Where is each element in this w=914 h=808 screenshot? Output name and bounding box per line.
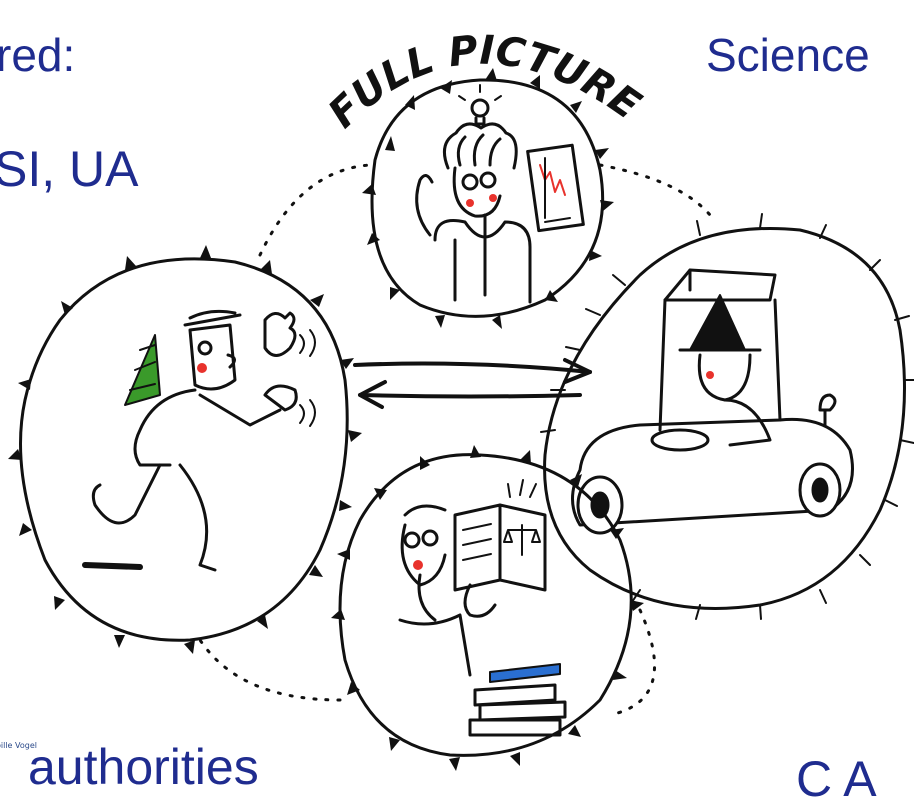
- artist-signature: Sybille Vogel: [0, 741, 37, 750]
- hiker-bubble: [8, 245, 362, 654]
- exchange-arrows: [353, 358, 592, 409]
- slide-text-top-left-2: SI, UA: [0, 141, 139, 197]
- dotted-connector-lines: [198, 163, 712, 717]
- lawyer-bubble: [331, 445, 644, 771]
- scientist-bubble: [362, 68, 614, 329]
- slide-text-top-left-1: red:: [0, 29, 76, 81]
- sketch-illustration: FULL PICTURE: [0, 27, 914, 771]
- driver-bubble: [540, 213, 914, 620]
- slide-text-top-right: Science: [706, 29, 870, 81]
